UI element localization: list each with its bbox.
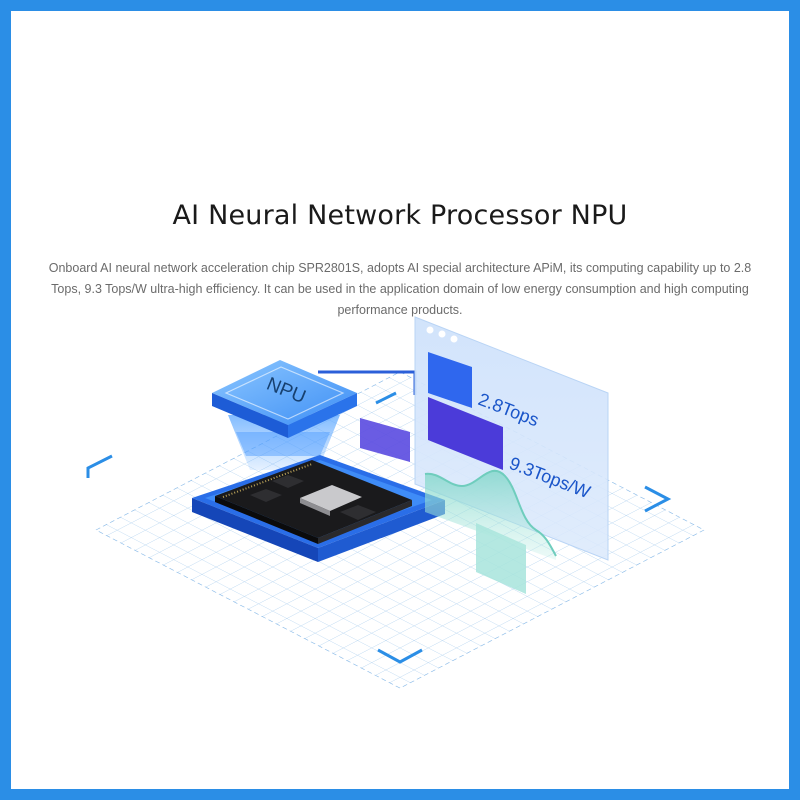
light-beam: [228, 415, 340, 470]
metric-bar-2: [428, 397, 503, 470]
metric-bar-1: [428, 352, 472, 408]
corner-brackets: [86, 391, 672, 664]
page-description: Onboard AI neural network acceleration c…: [48, 261, 752, 317]
compute-module: [215, 460, 412, 544]
page-title: AI Neural Network Processor NPU: [172, 200, 628, 231]
soc-chip: [300, 485, 362, 511]
npu-block: [212, 360, 357, 438]
waveform: [425, 470, 556, 560]
stats-panel: [414, 316, 609, 561]
purple-block: [360, 418, 410, 462]
